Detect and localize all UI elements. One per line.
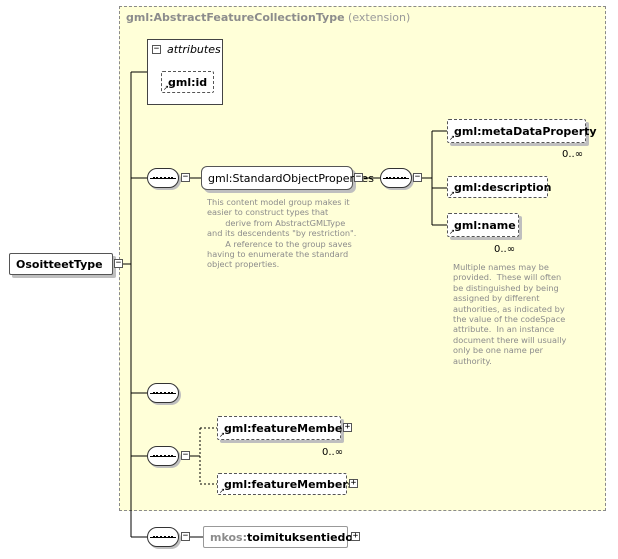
reference-arrow-icon: ↗ — [163, 84, 169, 92]
attribute-gml-id-label: gml:id — [168, 75, 208, 89]
sequence-compositor-4[interactable] — [147, 446, 179, 466]
element-gml-description[interactable]: gml:description — [447, 176, 552, 198]
root-collapse-icon[interactable]: − — [114, 258, 123, 268]
element-gml-featuremembers[interactable]: gml:featureMembers — [217, 473, 354, 495]
reference-arrow-icon: ↗ — [219, 487, 225, 495]
featuremembers-label: gml:featureMembers — [224, 477, 355, 491]
element-gml-featuremember[interactable]: gml:featureMember — [217, 416, 348, 440]
reference-arrow-icon: ↗ — [449, 134, 455, 142]
sequence-2-collapse-icon[interactable]: − — [413, 172, 422, 182]
reference-arrow-icon: ↗ — [219, 431, 225, 439]
group-standard-object-properties[interactable]: gml:StandardObjectProperties — [201, 166, 374, 190]
group-annotation: This content model group makes it easier… — [207, 197, 357, 270]
description-label: gml:description — [454, 180, 552, 194]
metadataproperty-label: gml:metaDataProperty — [454, 124, 597, 138]
name-annotation: Multiple names may be provided. These wi… — [453, 262, 567, 366]
extension-qualifier: (extension) — [348, 11, 411, 24]
name-label: gml:name — [454, 218, 516, 232]
sequence-compositor-3[interactable] — [147, 383, 179, 403]
sequence-4-collapse-icon[interactable]: − — [181, 450, 190, 460]
sequence-compositor-2[interactable] — [380, 168, 412, 188]
element-gml-metadataproperty[interactable]: gml:metaDataProperty — [447, 119, 597, 143]
root-element-osoitteettype[interactable]: OsoitteetType — [9, 253, 113, 275]
reference-arrow-icon: ↗ — [449, 228, 455, 236]
group-name-label: gml:StandardObjectProperties — [208, 171, 374, 185]
sequence-1-collapse-icon[interactable]: − — [181, 172, 190, 182]
featuremember-expand-icon[interactable]: + — [343, 422, 352, 432]
toimituksentiedot-prefix: mkos: — [210, 530, 247, 544]
attribute-gml-id[interactable]: gml:id — [161, 71, 214, 93]
extension-base-type: gml:AbstractFeatureCollectionType — [126, 11, 345, 24]
featuremember-cardinality: 0..∞ — [322, 447, 344, 458]
featuremembers-expand-icon[interactable]: + — [349, 478, 358, 488]
sequence-compositor-5[interactable] — [147, 527, 179, 547]
featuremember-label: gml:featureMember — [224, 421, 348, 435]
root-element-label: OsoitteetType — [16, 257, 103, 271]
attributes-label: attributes — [167, 43, 221, 56]
metadataproperty-cardinality: 0..∞ — [562, 149, 584, 160]
toimituksentiedot-label: toimituksentiedot — [247, 530, 359, 544]
element-gml-name[interactable]: gml:name — [447, 213, 519, 237]
extension-title: gml:AbstractFeatureCollectionType (exten… — [126, 11, 410, 24]
sequence-5-collapse-icon[interactable]: − — [181, 531, 190, 541]
name-cardinality: 0..∞ — [494, 244, 516, 255]
attributes-collapse-icon[interactable]: − — [152, 44, 161, 54]
group-collapse-icon[interactable]: − — [354, 172, 363, 182]
toimituksentiedot-expand-icon[interactable]: + — [351, 531, 360, 541]
reference-arrow-icon: ↗ — [449, 190, 455, 198]
element-mkos-toimituksentiedot[interactable]: mkos:toimituksentiedot — [203, 526, 358, 548]
sequence-compositor-1[interactable] — [147, 168, 179, 188]
